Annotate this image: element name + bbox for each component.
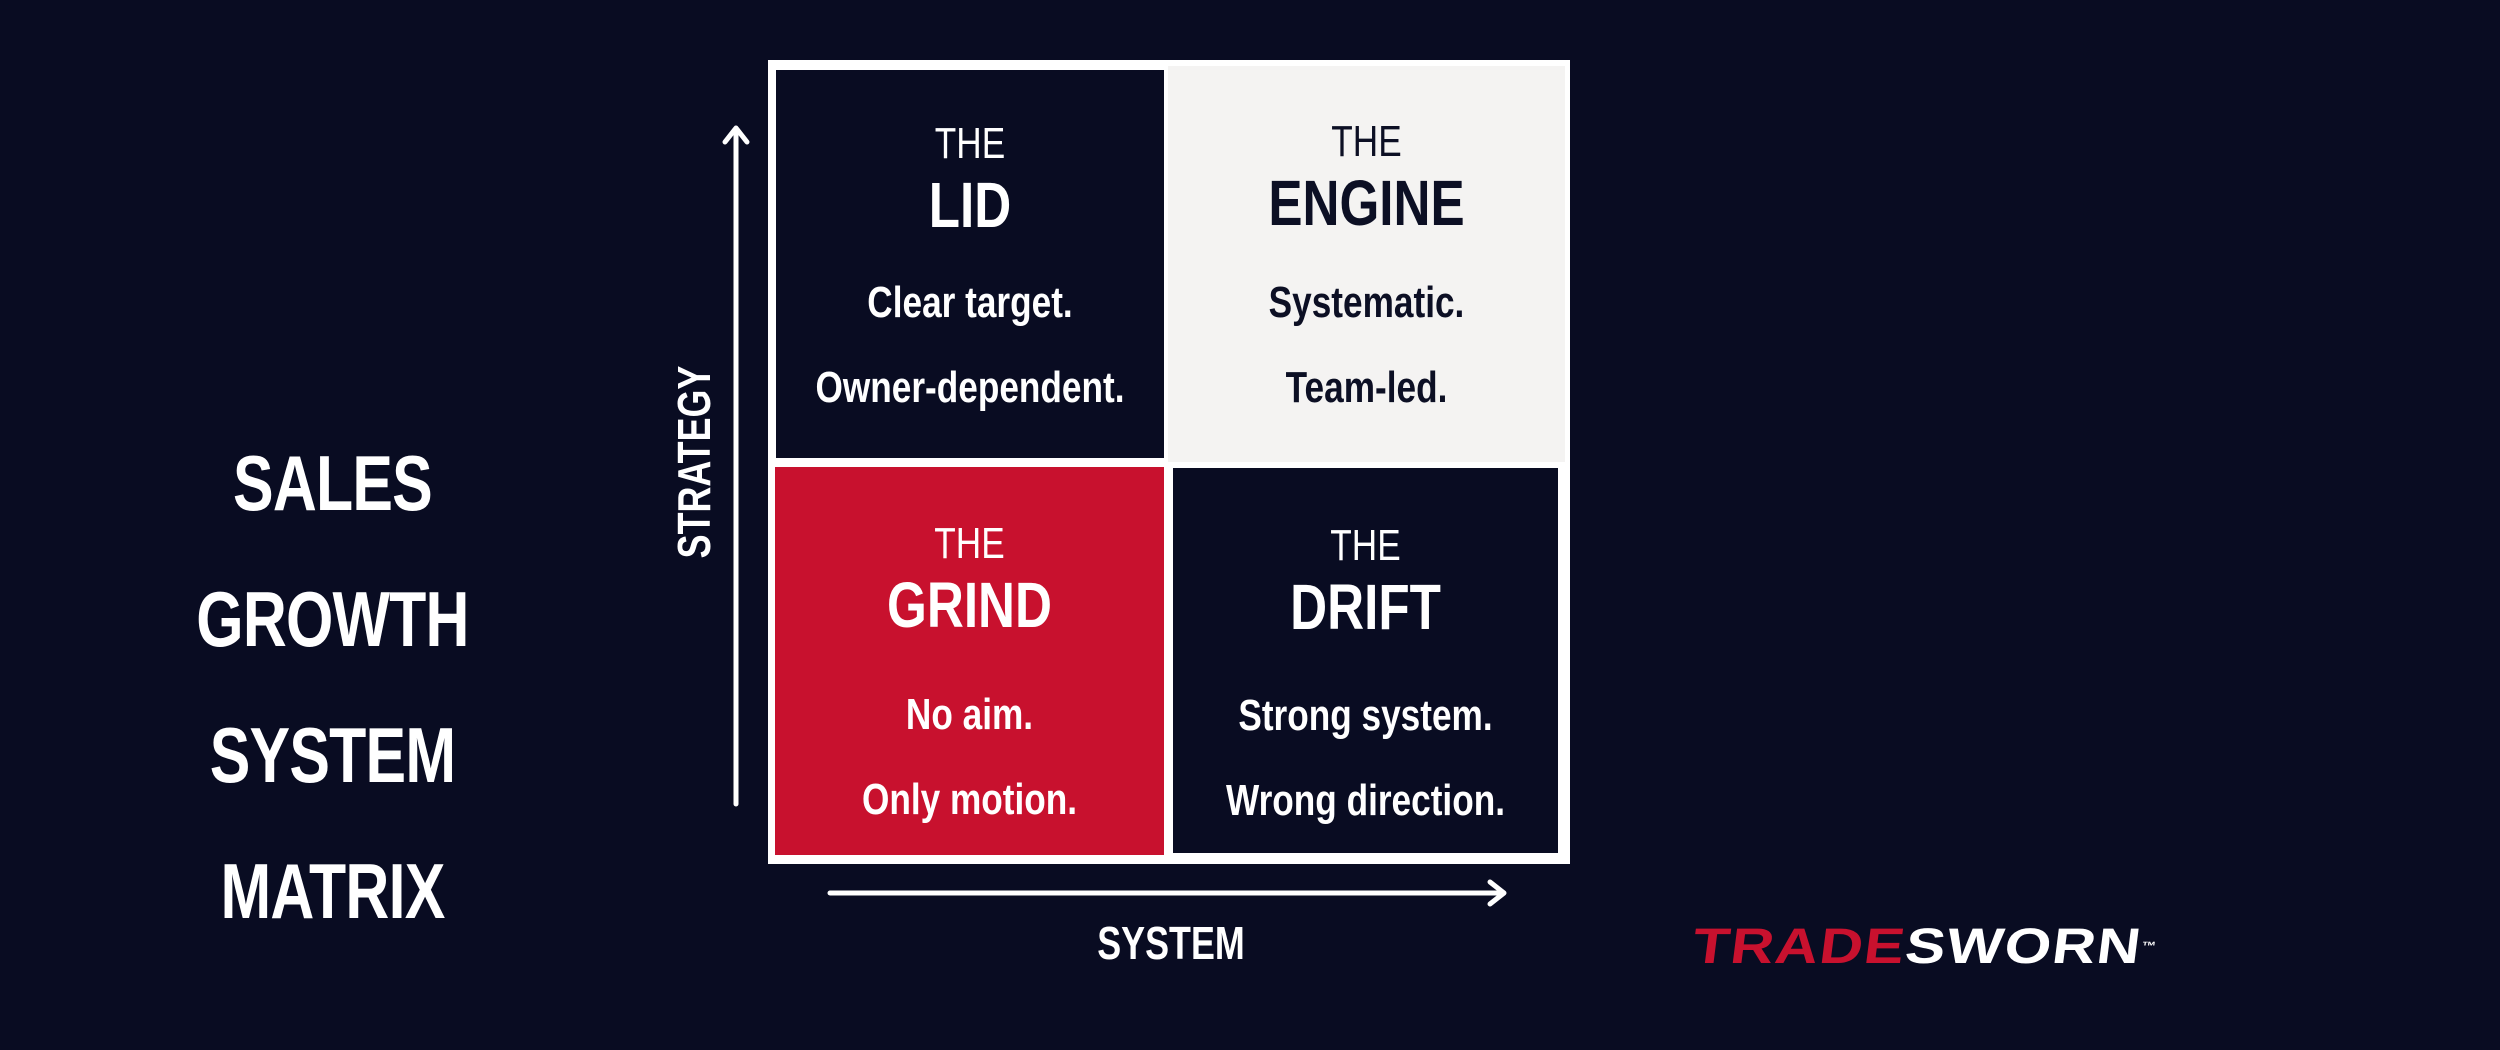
logo-part-trade: TRADE [1689,918,1910,974]
quadrant-description-line-2: Owner-dependent. [815,363,1125,412]
quadrant-description-line-1: No aim. [905,690,1034,739]
trademark-symbol: ™ [2140,939,2159,953]
quadrant-description-line-1: Strong system. [1238,691,1493,740]
y-axis-arrow [722,125,750,807]
quadrant-description-line-2: Team-led. [1285,363,1448,412]
quadrant-the-lid: THE LID Clear target. Owner-dependent. [776,70,1164,458]
quadrant-the-engine: THE ENGINE Systematic. Team-led. [1168,66,1565,462]
quadrant-prefix: THE [934,519,1005,568]
quadrant-the-grind: THE GRIND No aim. Only motion. [775,467,1164,855]
quadrant-name: DRIFT [1290,571,1441,643]
x-axis-arrow [827,879,1507,907]
quadrant-description-line-2: Wrong direction. [1226,776,1505,825]
quadrant-name: LID [928,169,1012,241]
quadrant-the-drift: THE DRIFT Strong system. Wrong direction… [1173,468,1558,853]
tradesworn-logo: TRADESWORN™ [1689,918,2160,974]
quadrant-description-line-2: Only motion. [861,775,1078,824]
quadrant-prefix: THE [1330,521,1401,570]
quadrant-prefix: THE [1331,117,1402,166]
title-line-2: SYSTEM MATRIX [209,711,456,935]
quadrant-name: ENGINE [1268,167,1465,239]
logo-part-sworn: SWORN [1902,918,2146,974]
matrix-title: SALES GROWTH SYSTEM MATRIX [120,415,545,959]
quadrant-name: GRIND [887,569,1052,641]
quadrant-description-line-1: Systematic. [1268,278,1465,327]
quadrant-description-line-1: Clear target. [867,278,1073,327]
quadrant-prefix: THE [934,119,1006,168]
title-line-1: SALES GROWTH [196,439,469,663]
